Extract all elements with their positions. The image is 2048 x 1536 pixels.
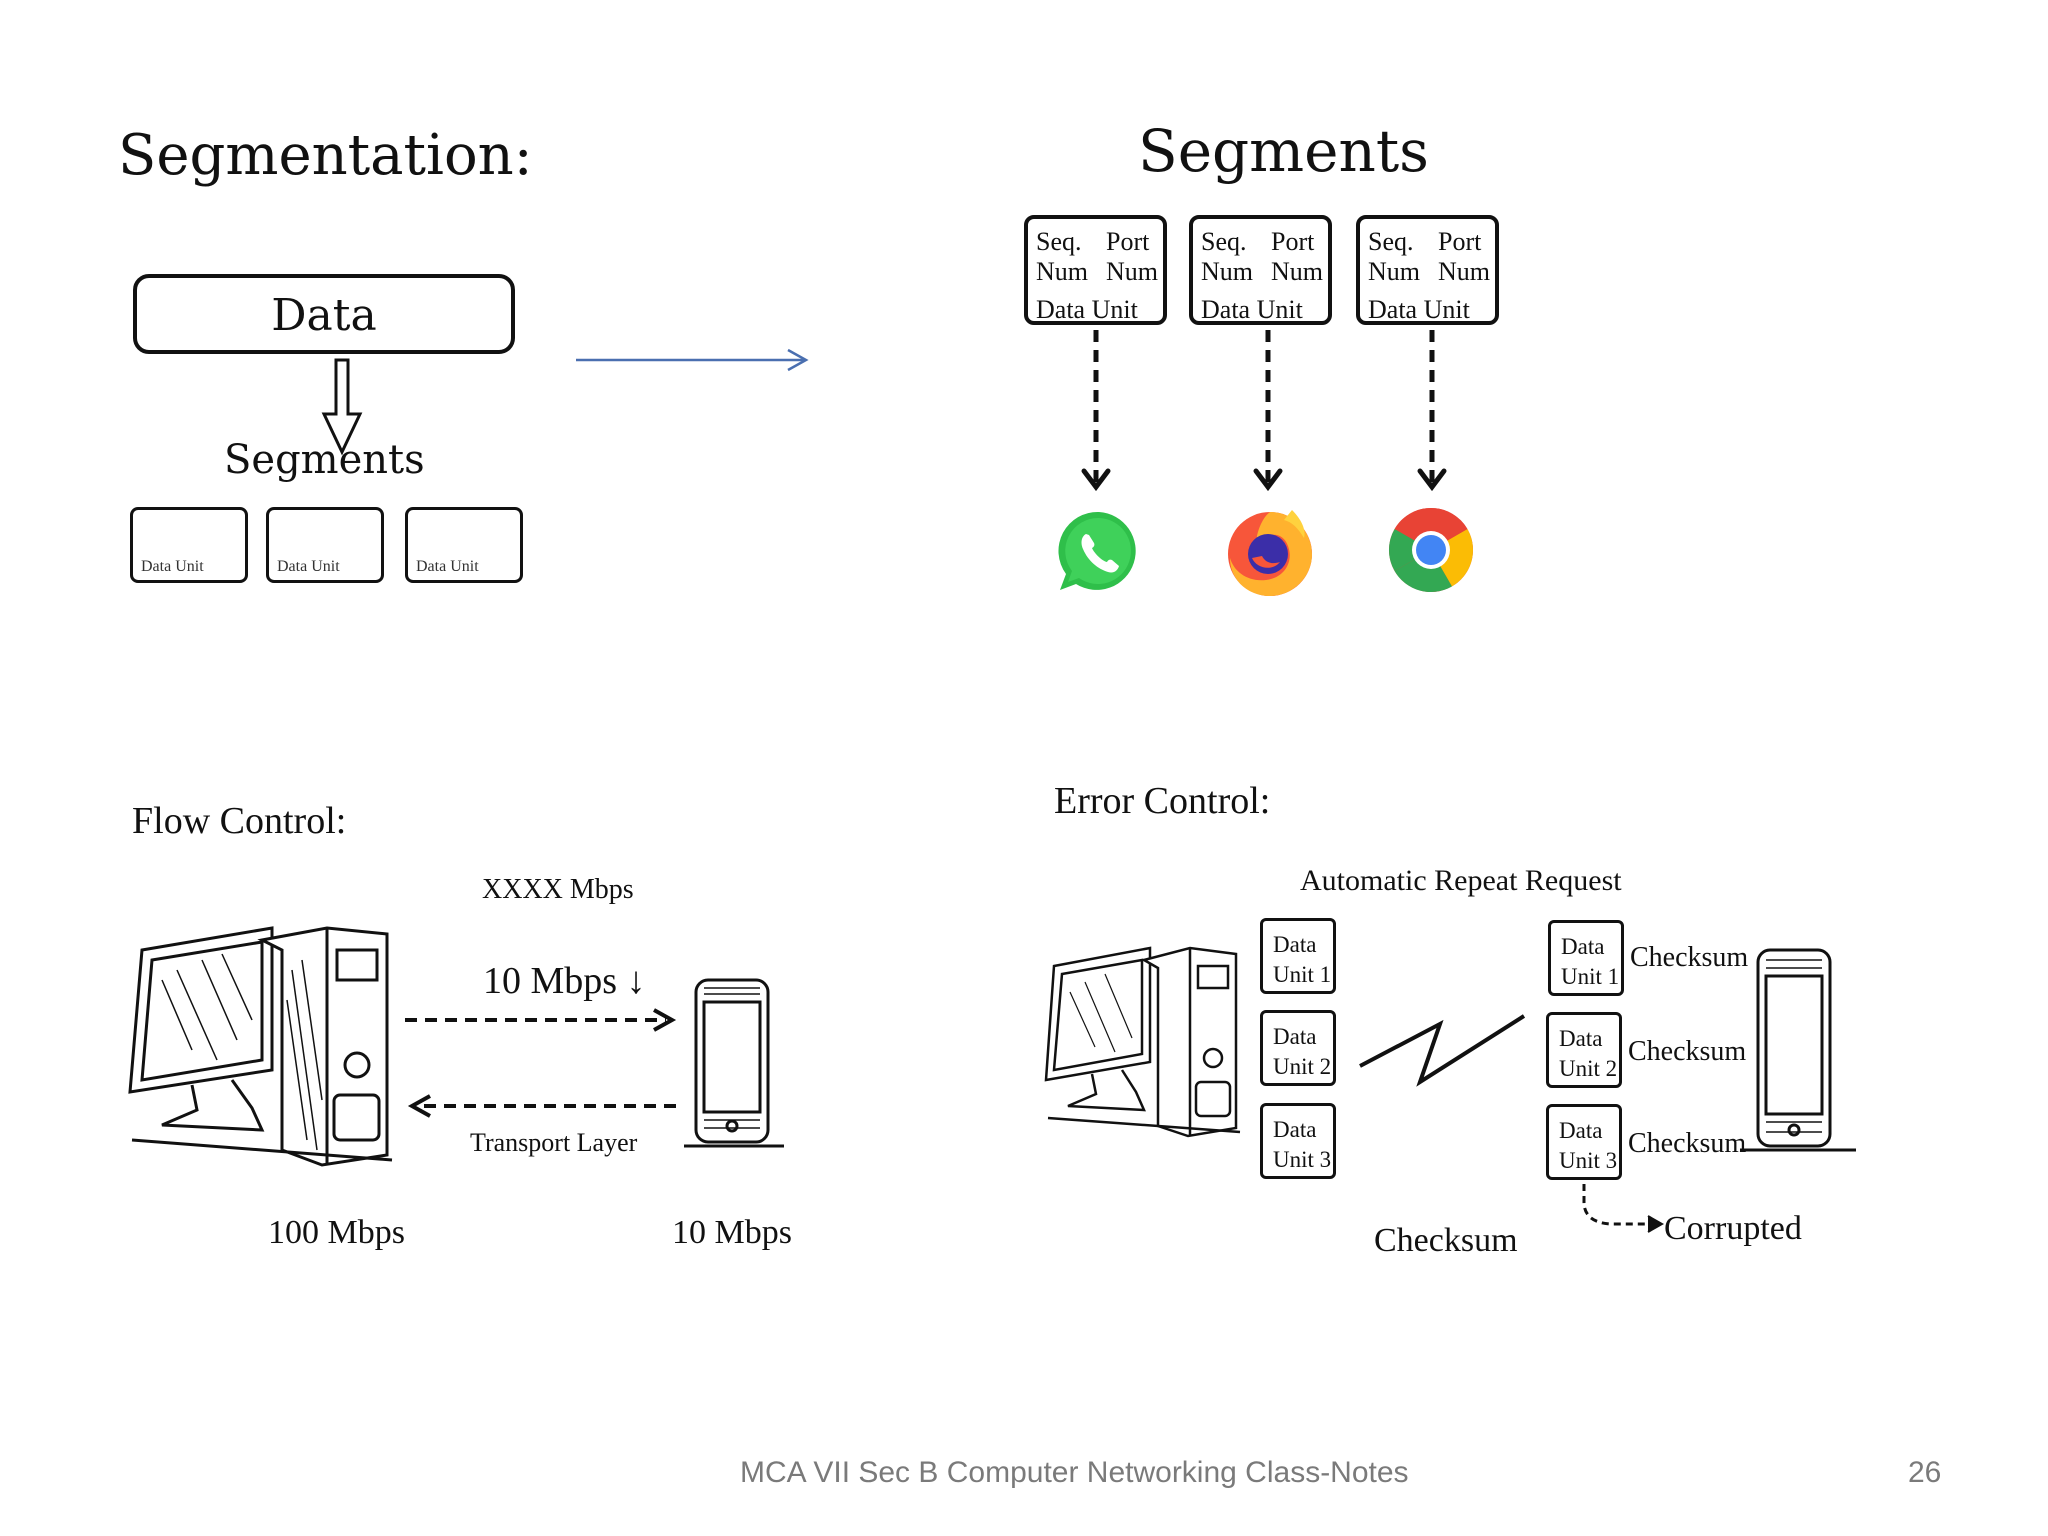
small-data-unit-2: Data Unit — [266, 507, 384, 583]
checksum-label: Checksum — [1628, 1036, 1747, 1067]
small-data-unit-3: Data Unit — [405, 507, 523, 583]
small-data-unit-label: Data Unit — [416, 558, 479, 575]
right-data-unit-3: Data Unit 3 — [1546, 1104, 1622, 1180]
right-data-unit-2: Data Unit 2 — [1546, 1012, 1622, 1088]
flow-control-title: Flow Control: — [132, 800, 347, 842]
left-data-unit-1: Data Unit 1 — [1260, 918, 1336, 994]
port-label: Port — [1106, 227, 1150, 256]
segments-title: Segments — [1138, 117, 1429, 185]
rate-mid-text: 10 Mbps — [483, 960, 618, 1002]
port-label: Port — [1438, 227, 1482, 256]
data-unit-line: Unit 2 — [1559, 1056, 1618, 1081]
page-number: 26 — [1908, 1456, 1942, 1489]
num-label: Num — [1106, 257, 1158, 286]
chrome-icon — [1388, 507, 1473, 593]
data-unit-line: Unit 3 — [1273, 1147, 1332, 1172]
lightning-zigzag-icon — [1359, 1014, 1526, 1087]
phone-speed-label: 10 Mbps — [672, 1214, 792, 1251]
data-box: Data — [133, 274, 515, 354]
num-label: Num — [1271, 257, 1323, 286]
segmentation-title: Segmentation: — [118, 123, 533, 188]
left-data-unit-2: Data Unit 2 — [1260, 1010, 1336, 1086]
pc-speed-label: 100 Mbps — [268, 1214, 405, 1251]
data-unit-line: Data — [1273, 932, 1317, 957]
data-unit-label: Data Unit — [1036, 295, 1138, 324]
corrupted-dashed-arrow — [1582, 1184, 1665, 1233]
checksum-label: Checksum — [1628, 1128, 1747, 1159]
segments-label-small: Segments — [224, 437, 425, 483]
data-unit-line: Unit 1 — [1561, 964, 1620, 989]
corrupted-label: Corrupted — [1664, 1210, 1802, 1247]
desktop-computer-icon — [1044, 946, 1241, 1138]
small-data-unit-label: Data Unit — [141, 558, 204, 575]
small-data-unit-label: Data Unit — [277, 558, 340, 575]
footer-text: MCA VII Sec B Computer Networking Class-… — [740, 1456, 1409, 1489]
data-unit-line: Unit 2 — [1273, 1054, 1332, 1079]
flow-dashed-arrows — [405, 1008, 683, 1118]
error-control-title: Error Control: — [1054, 780, 1271, 822]
data-unit-line: Data — [1273, 1024, 1317, 1049]
whatsapp-icon — [1058, 511, 1136, 590]
desktop-computer-icon — [128, 926, 393, 1167]
data-unit-label: Data Unit — [1368, 295, 1470, 324]
checksum-bottom-label: Checksum — [1374, 1222, 1518, 1259]
seq-label: Seq. — [1201, 227, 1247, 256]
segment-box-3: Seq. Port Num Num Data Unit — [1356, 215, 1499, 325]
checksum-label: Checksum — [1630, 942, 1749, 973]
data-label: Data — [271, 290, 377, 341]
rate-mid-label: 10 Mbps ↓ — [483, 962, 646, 1000]
seq-label: Seq. — [1036, 227, 1082, 256]
firefox-icon — [1228, 510, 1312, 596]
data-unit-line: Data — [1561, 934, 1605, 959]
small-data-unit-1: Data Unit — [130, 507, 248, 583]
smartphone-icon — [684, 978, 784, 1148]
num-label: Num — [1368, 257, 1420, 286]
dashed-down-arrows — [1081, 330, 1447, 492]
blue-right-arrow — [576, 348, 809, 372]
data-unit-line: Data — [1559, 1026, 1603, 1051]
right-data-unit-1: Data Unit 1 — [1548, 920, 1624, 996]
port-label: Port — [1271, 227, 1315, 256]
data-unit-line: Unit 3 — [1559, 1148, 1618, 1173]
data-unit-line: Unit 1 — [1273, 962, 1332, 987]
rate-top-label: XXXX Mbps — [482, 874, 634, 905]
down-arrow-glyph: ↓ — [626, 960, 646, 1002]
num-label: Num — [1201, 257, 1253, 286]
num-label: Num — [1438, 257, 1490, 286]
hollow-down-arrow — [321, 358, 363, 456]
num-label: Num — [1036, 257, 1088, 286]
transport-layer-label: Transport Layer — [470, 1128, 638, 1157]
left-data-unit-3: Data Unit 3 — [1260, 1103, 1336, 1179]
smartphone-icon — [1740, 948, 1856, 1152]
segment-box-2: Seq. Port Num Num Data Unit — [1189, 215, 1332, 325]
data-unit-label: Data Unit — [1201, 295, 1303, 324]
data-unit-line: Data — [1273, 1117, 1317, 1142]
seq-label: Seq. — [1368, 227, 1414, 256]
data-unit-line: Data — [1559, 1118, 1603, 1143]
arq-subtitle: Automatic Repeat Request — [1300, 864, 1622, 897]
segment-box-1: Seq. Port Num Num Data Unit — [1024, 215, 1167, 325]
